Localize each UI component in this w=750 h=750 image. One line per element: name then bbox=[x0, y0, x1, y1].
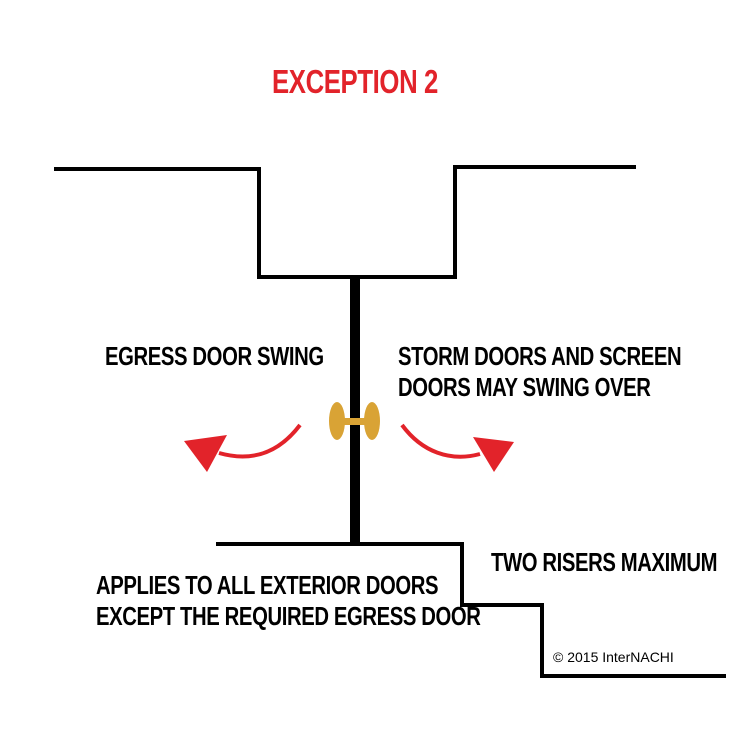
storm-doors-line-1: STORM DOORS AND SCREEN bbox=[398, 341, 682, 371]
storm-doors-label: STORM DOORS AND SCREEN DOORS MAY SWING O… bbox=[398, 341, 682, 403]
applies-to-label: APPLIES TO ALL EXTERIOR DOORS EXCEPT THE… bbox=[96, 570, 481, 632]
applies-to-line-2: EXCEPT THE REQUIRED EGRESS DOOR bbox=[96, 601, 481, 631]
two-risers-label: TWO RISERS MAXIMUM bbox=[491, 547, 718, 577]
page-title: EXCEPTION 2 bbox=[272, 63, 438, 100]
applies-to-line-1: APPLIES TO ALL EXTERIOR DOORS bbox=[96, 570, 439, 600]
copyright-notice: © 2015 InterNACHI bbox=[553, 649, 674, 665]
wall-outline bbox=[54, 165, 636, 279]
door-handle-icon bbox=[329, 402, 380, 440]
floor-and-risers bbox=[216, 542, 726, 678]
curved-arrow-left-icon bbox=[184, 423, 302, 472]
storm-doors-line-2: DOORS MAY SWING OVER bbox=[398, 372, 651, 402]
door-slab bbox=[350, 277, 360, 544]
curved-arrow-right-icon bbox=[400, 423, 514, 472]
egress-door-swing-label: EGRESS DOOR SWING bbox=[105, 341, 324, 371]
